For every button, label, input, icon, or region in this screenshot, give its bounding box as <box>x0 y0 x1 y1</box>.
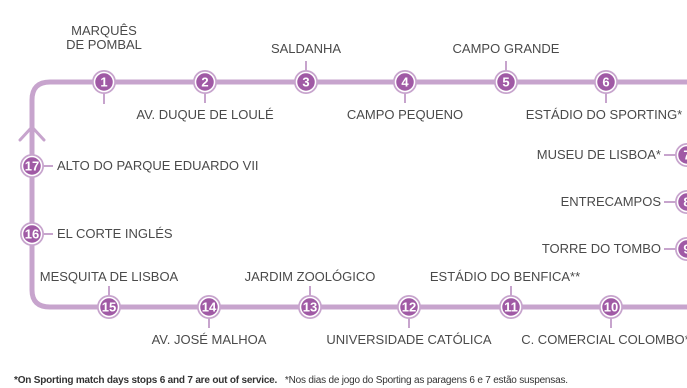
stop-label: ENTRECAMPOS <box>561 194 662 209</box>
stop-number: 8 <box>683 195 687 210</box>
stop-label: CAMPO GRANDE <box>453 41 560 56</box>
stop-number: 15 <box>102 300 116 315</box>
stop-label: C. COMERCIAL COLOMBO** <box>521 332 687 347</box>
stop-number: 3 <box>302 75 309 90</box>
stop-number: 5 <box>502 75 509 90</box>
stop-number: 7 <box>683 148 687 163</box>
stop-17: 17 ALTO DO PARQUE EDUARDO VII <box>20 154 259 178</box>
stop-label: EL CORTE INGLÉS <box>57 226 173 241</box>
stop-label: JARDIM ZOOLÓGICO <box>245 269 376 284</box>
stop-marker <box>198 296 220 318</box>
stop-number: 10 <box>604 300 618 315</box>
stop-marker <box>676 191 687 213</box>
stop-3: 3 SALDANHA <box>271 41 341 94</box>
footnote-portuguese: *Nos dias de jogo do Sporting as paragen… <box>284 375 568 386</box>
stop-number: 11 <box>504 300 518 315</box>
stop-marker <box>676 238 687 260</box>
stop-11: 11 ESTÁDIO DO BENFICA** <box>430 269 580 319</box>
stop-label: ESTÁDIO DO SPORTING* <box>526 107 683 122</box>
stop-10: 10 C. COMERCIAL COLOMBO** <box>521 295 687 347</box>
route-line <box>29 79 687 310</box>
stop-marker <box>299 296 321 318</box>
stop-label: CAMPO PEQUENO <box>347 107 463 122</box>
stop-marker <box>595 71 617 93</box>
direction-arrow <box>18 125 46 142</box>
stop-marker <box>93 71 115 93</box>
stop-16: 16 EL CORTE INGLÉS <box>20 222 173 246</box>
stop-number: 16 <box>25 227 39 242</box>
stop-label: TORRE DO TOMBO <box>542 241 661 256</box>
stop-label: ESTÁDIO DO BENFICA** <box>430 269 580 284</box>
stop-marker <box>194 71 216 93</box>
stop-label: DE POMBAL <box>66 37 142 52</box>
stop-number: 2 <box>201 75 208 90</box>
stop-marker <box>500 296 522 318</box>
stop-number: 14 <box>202 300 217 315</box>
stop-marker <box>21 223 43 245</box>
stop-13: 13 JARDIM ZOOLÓGICO <box>245 269 376 319</box>
stop-label: AV. DUQUE DE LOULÉ <box>136 107 274 122</box>
stop-number: 6 <box>602 75 609 90</box>
stop-number: 4 <box>401 75 409 90</box>
stop-label: ALTO DO PARQUE EDUARDO VII <box>57 158 259 173</box>
stop-label: MARQUÊS <box>71 23 137 38</box>
stop-label: MESQUITA DE LISBOA <box>40 269 179 284</box>
stop-marker <box>394 71 416 93</box>
stop-number: 1 <box>100 75 107 90</box>
footnote-english: *On Sporting match days stops 6 and 7 ar… <box>14 375 278 386</box>
stop-marker <box>21 155 43 177</box>
stop-7: 7 MUSEU DE LISBOA* <box>537 143 687 167</box>
stop-label: SALDANHA <box>271 41 341 56</box>
stop-number: 9 <box>683 242 687 257</box>
stop-label: UNIVERSIDADE CATÓLICA <box>326 332 492 347</box>
stop-marker <box>295 71 317 93</box>
stop-8: 8 ENTRECAMPOS <box>561 190 687 214</box>
stop-number: 13 <box>303 300 317 315</box>
footnote: *On Sporting match days stops 6 and 7 ar… <box>14 375 568 386</box>
stop-label: AV. JOSÉ MALHOA <box>152 332 267 347</box>
stop-marker <box>495 71 517 93</box>
stop-number: 17 <box>25 159 39 174</box>
stop-2: 2AV. DUQUE DE LOULÉ <box>136 70 274 122</box>
stop-5: 5 CAMPO GRANDE <box>453 41 560 94</box>
stop-label: MUSEU DE LISBOA* <box>537 147 661 162</box>
stop-15: 15 MESQUITA DE LISBOA <box>40 269 179 319</box>
stop-marker <box>600 296 622 318</box>
stop-marker <box>676 144 687 166</box>
stop-9: 9 TORRE DO TOMBO <box>542 237 687 261</box>
stop-marker <box>398 296 420 318</box>
stop-marker <box>98 296 120 318</box>
stop-number: 12 <box>402 300 416 315</box>
